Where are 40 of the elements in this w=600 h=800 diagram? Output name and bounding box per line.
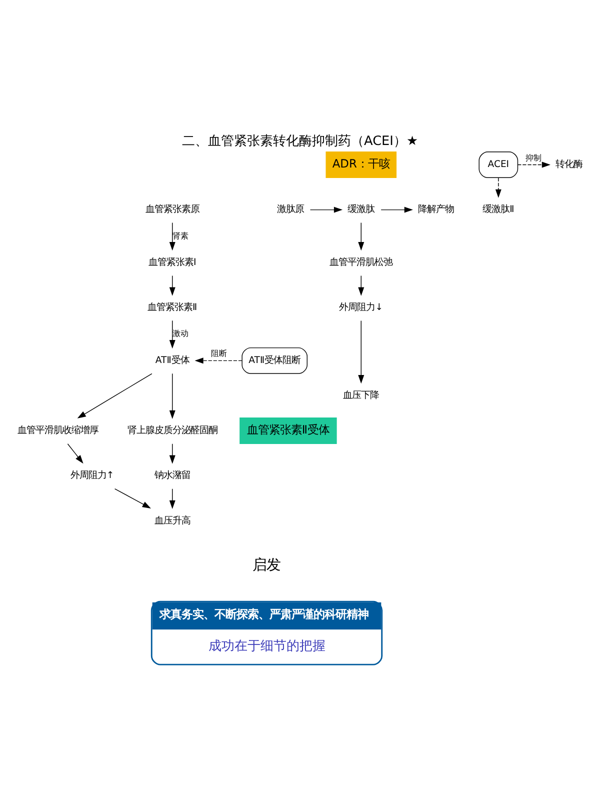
node-box: ACEI — [478, 152, 518, 178]
arrow — [169, 443, 176, 464]
arrow — [169, 275, 176, 296]
arrow — [517, 162, 550, 168]
node-text: 降解产物 — [418, 204, 454, 216]
node-text: 血压升高 — [154, 515, 190, 526]
arrow — [114, 488, 151, 508]
diagram-title: 二、血管紧张素转化酶抑制药（ACEI）★ — [182, 134, 418, 150]
arrow — [77, 373, 152, 418]
arrow — [169, 488, 176, 509]
arrow — [169, 373, 176, 419]
node-box: 血管紧张素Ⅱ受体 — [240, 418, 337, 444]
label: 启发 — [252, 557, 281, 574]
arrow — [495, 178, 502, 198]
arrow — [67, 443, 84, 464]
node-text: 肾上腺皮质分泌醛固酮 — [127, 425, 218, 436]
node-text: 外周阻力↓ — [339, 302, 384, 314]
arrow — [194, 358, 242, 364]
node-text: 外周阻力↑ — [70, 470, 114, 482]
node-text: 血管紧张素Ⅱ — [148, 302, 198, 314]
node-text: 缓激肽 — [348, 204, 375, 216]
node-text: 血压下降 — [343, 390, 380, 402]
arrow — [169, 320, 176, 349]
arrow — [358, 320, 364, 384]
arrow — [380, 206, 413, 213]
node-text: 血管紧张素原 — [145, 204, 200, 216]
node-text: 缓激肽Ⅱ — [482, 204, 514, 216]
node-text: 血管平滑肌松弛 — [330, 257, 393, 268]
arrow — [169, 222, 176, 251]
node-text: ATⅡ受体 — [155, 355, 190, 366]
arrow — [358, 275, 364, 296]
arrow — [358, 222, 364, 251]
node-text: 激肽原 — [276, 204, 304, 216]
node-box: ATⅡ受体阻断 — [242, 347, 308, 374]
node-text: 钠水潴留 — [154, 470, 190, 482]
node-text: 血管紧张素Ⅰ — [148, 257, 196, 268]
arrow — [310, 206, 343, 213]
node-box: ADR：干咳 — [326, 152, 397, 178]
node-text: 转化酶 — [556, 159, 583, 170]
node-text: 血管平滑肌收缩增厚 — [17, 425, 98, 436]
